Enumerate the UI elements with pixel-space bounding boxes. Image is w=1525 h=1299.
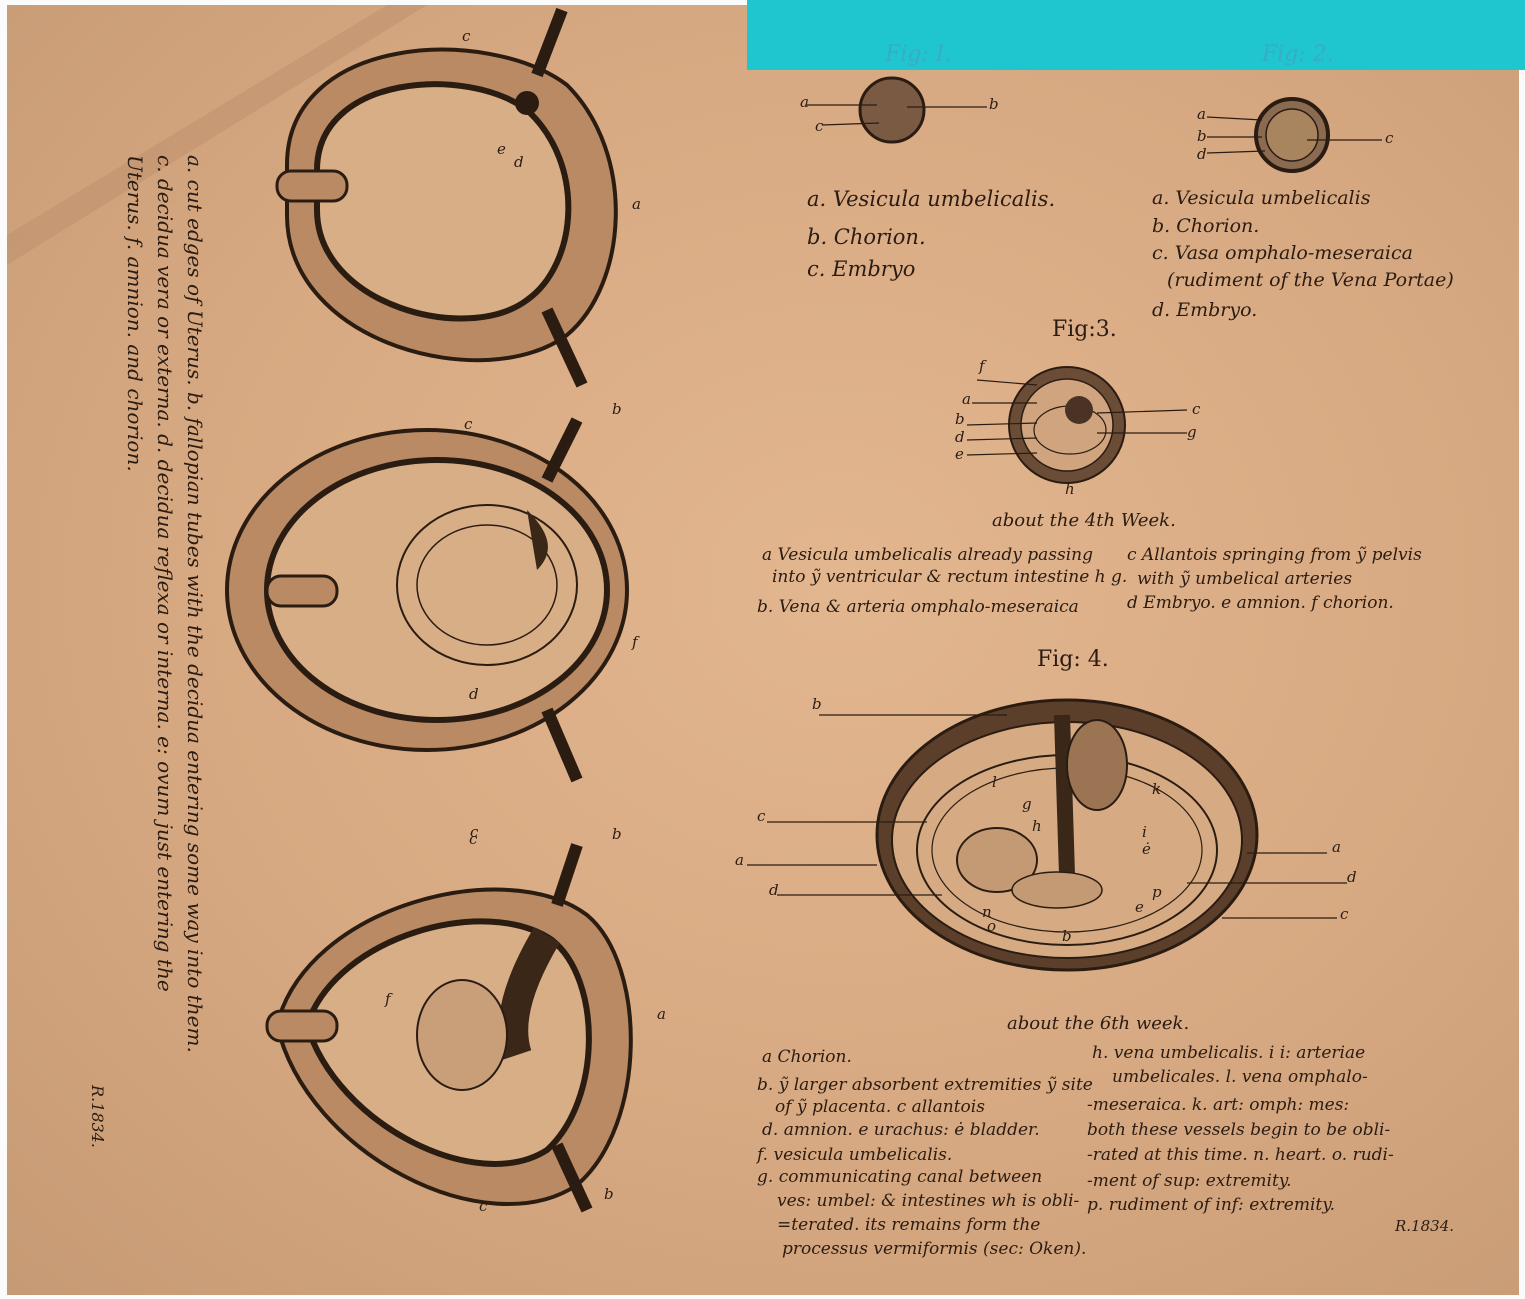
- uterus3-label-c2: c: [479, 1197, 487, 1215]
- fig4-legend-right-3: -meseraica. k. art: omph: mes:: [1087, 1095, 1349, 1115]
- fig2-label-d: d: [1197, 145, 1207, 163]
- uterus3-label-b: b: [612, 825, 622, 843]
- fig4-legend-right-4: both these vessels begin to be obli-: [1087, 1120, 1390, 1140]
- uterus3-label-a: a: [657, 1005, 666, 1023]
- fig4-label-i: i: [1142, 823, 1147, 841]
- fig4-label-a2: a: [1332, 838, 1341, 856]
- fig2-legend-c-cont: (rudiment of the Vena Portae): [1167, 269, 1454, 291]
- uterus-diagram-3: [267, 845, 631, 1210]
- fig4-legend-left-5: f. vesicula umbelicalis.: [757, 1145, 952, 1165]
- fig4-legend-right-1: h. vena umbelicalis. i i: arteriae: [1092, 1043, 1365, 1063]
- uterus2-label-f: f: [632, 633, 638, 651]
- fig4-label-e-dot: ė: [1142, 840, 1151, 858]
- fig4-label-l: l: [992, 773, 997, 791]
- fig3-label-f: f: [979, 357, 985, 375]
- fig3-week: about the 4th Week.: [992, 510, 1176, 531]
- fig3-legend-left-3: b. Vena & arteria omphalo-meseraica: [757, 597, 1079, 617]
- fig1-legend-c: c. Embryo: [807, 257, 915, 281]
- fig4-title: Fig: 4.: [1037, 647, 1109, 672]
- fig3-legend-left-2: into ỹ ventricular & rectum intestine h …: [772, 567, 1127, 587]
- fig4-legend-left-7: ves: umbel: & intestines wh is obli-: [777, 1191, 1079, 1211]
- fig3-legend-left-1: a Vesicula umbelicalis already passing: [762, 545, 1093, 565]
- fig2-label-a: a: [1197, 105, 1206, 123]
- fig4-label-g: g: [1022, 795, 1032, 813]
- fig4-label-d2: d: [1347, 868, 1357, 886]
- fig2-diagram: [1207, 99, 1382, 171]
- fig3-label-h: h: [1065, 480, 1075, 498]
- fig2-legend-c: c. Vasa omphalo-meseraica: [1152, 242, 1413, 264]
- fig4-legend-right-7: p. rudiment of inf: extremity.: [1087, 1195, 1335, 1215]
- uterus2-label-b: b: [612, 400, 622, 418]
- fig3-label-a: a: [962, 390, 971, 408]
- uterus3-label-f: f: [385, 990, 391, 1008]
- fig4-label-a: a: [735, 851, 744, 869]
- fig4-legend-right-6: -ment of sup: extremity.: [1087, 1171, 1292, 1191]
- fig4-legend-left-9: processus vermiformis (sec: Oken).: [782, 1239, 1086, 1259]
- fig2-legend-b: b. Chorion.: [1152, 215, 1259, 237]
- fig4-label-h: h: [1032, 817, 1042, 835]
- fig4-label-d: d: [769, 881, 779, 899]
- uterus-caption-line-2: c. decidua vera or externa. d. decidua r…: [153, 155, 177, 992]
- fig1-label-b: b: [989, 95, 999, 113]
- fig2-title: Fig: 2.: [1262, 42, 1334, 67]
- uterus1-label-c: c: [462, 27, 470, 45]
- fig4-legend-right-5: -rated at this time. n. heart. o. rudi-: [1087, 1145, 1394, 1165]
- fig1-legend-a: a. Vesicula umbelicalis.: [807, 187, 1055, 211]
- fig1-diagram: [807, 78, 987, 142]
- fig3-label-c: c: [1192, 400, 1200, 418]
- uterus1-label-d: d: [514, 153, 524, 171]
- parchment-sheet: a. cut edges of Uterus. b. fallopian tub…: [7, 5, 1519, 1295]
- fig4-label-c: c: [757, 807, 765, 825]
- uterus2-label-d: d: [469, 685, 479, 703]
- fig1-title: Fig: I.: [885, 42, 951, 67]
- fig3-label-g: g: [1187, 423, 1197, 441]
- uterus3-label-b2: b: [604, 1185, 614, 1203]
- uterus-signature: R.1834.: [88, 1085, 107, 1148]
- fig3-label-e: e: [955, 445, 964, 463]
- fig4-label-o: o: [987, 917, 996, 935]
- fig2-legend-d: d. Embryo.: [1152, 299, 1257, 321]
- fig4-diagram: [747, 700, 1347, 970]
- fig4-legend-left-6: g. communicating canal between: [757, 1167, 1042, 1187]
- fig4-signature: R.1834.: [1395, 1217, 1454, 1235]
- uterus-diagram-2: [227, 420, 627, 780]
- fig2-label-b: b: [1197, 127, 1207, 145]
- fig4-label-b2: b: [1062, 927, 1072, 945]
- fig2-legend-a: a. Vesicula umbelicalis: [1152, 187, 1370, 209]
- fig4-label-e: e: [1135, 898, 1144, 916]
- fig3-diagram: [967, 367, 1187, 483]
- uterus2-label-c: c: [464, 415, 472, 433]
- fig3-label-d: d: [955, 428, 965, 446]
- fig4-label-k: k: [1152, 780, 1161, 798]
- fig4-legend-right-2: umbelicales. l. vena omphalo-: [1112, 1067, 1368, 1087]
- fig3-title: Fig:3.: [1052, 317, 1117, 342]
- uterus3-label-c: c: [469, 830, 477, 848]
- fig4-legend-left-8: =terated. its remains form the: [777, 1215, 1040, 1235]
- fig4-label-b: b: [812, 695, 822, 713]
- fig1-legend-b: b. Chorion.: [807, 225, 926, 249]
- fig2-label-c: c: [1385, 129, 1393, 147]
- fig4-label-p: p: [1152, 883, 1162, 901]
- uterus-caption-line-1: a. cut edges of Uterus. b. fallopian tub…: [183, 155, 207, 1053]
- fig4-legend-left-3: of ỹ placenta. c allantois: [775, 1097, 985, 1117]
- fig3-legend-right-2: with ỹ umbelical arteries: [1137, 569, 1352, 589]
- uterus1-label-e: e: [497, 140, 506, 158]
- fig4-label-c2: c: [1340, 905, 1348, 923]
- fig1-label-c: c: [815, 117, 823, 135]
- fig4-legend-left-4: d. amnion. e urachus: ė bladder.: [762, 1120, 1040, 1140]
- fig3-legend-right-1: c Allantois springing from ỹ pelvis: [1127, 545, 1422, 565]
- fig4-legend-left-1: a Chorion.: [762, 1047, 852, 1067]
- fig3-legend-right-3: d Embryo. e amnion. f chorion.: [1127, 593, 1394, 613]
- fig1-label-a: a: [800, 93, 809, 111]
- fig4-legend-left-2: b. ỹ larger absorbent extremities ỹ site: [757, 1075, 1093, 1095]
- fig4-week: about the 6th week.: [1007, 1013, 1189, 1034]
- fig3-label-b: b: [955, 410, 965, 428]
- overlay-banner: [747, 0, 1525, 70]
- uterus-caption-line-3: Uterus. f. amnion. and chorion.: [123, 155, 147, 472]
- uterus1-label-a: a: [632, 195, 641, 213]
